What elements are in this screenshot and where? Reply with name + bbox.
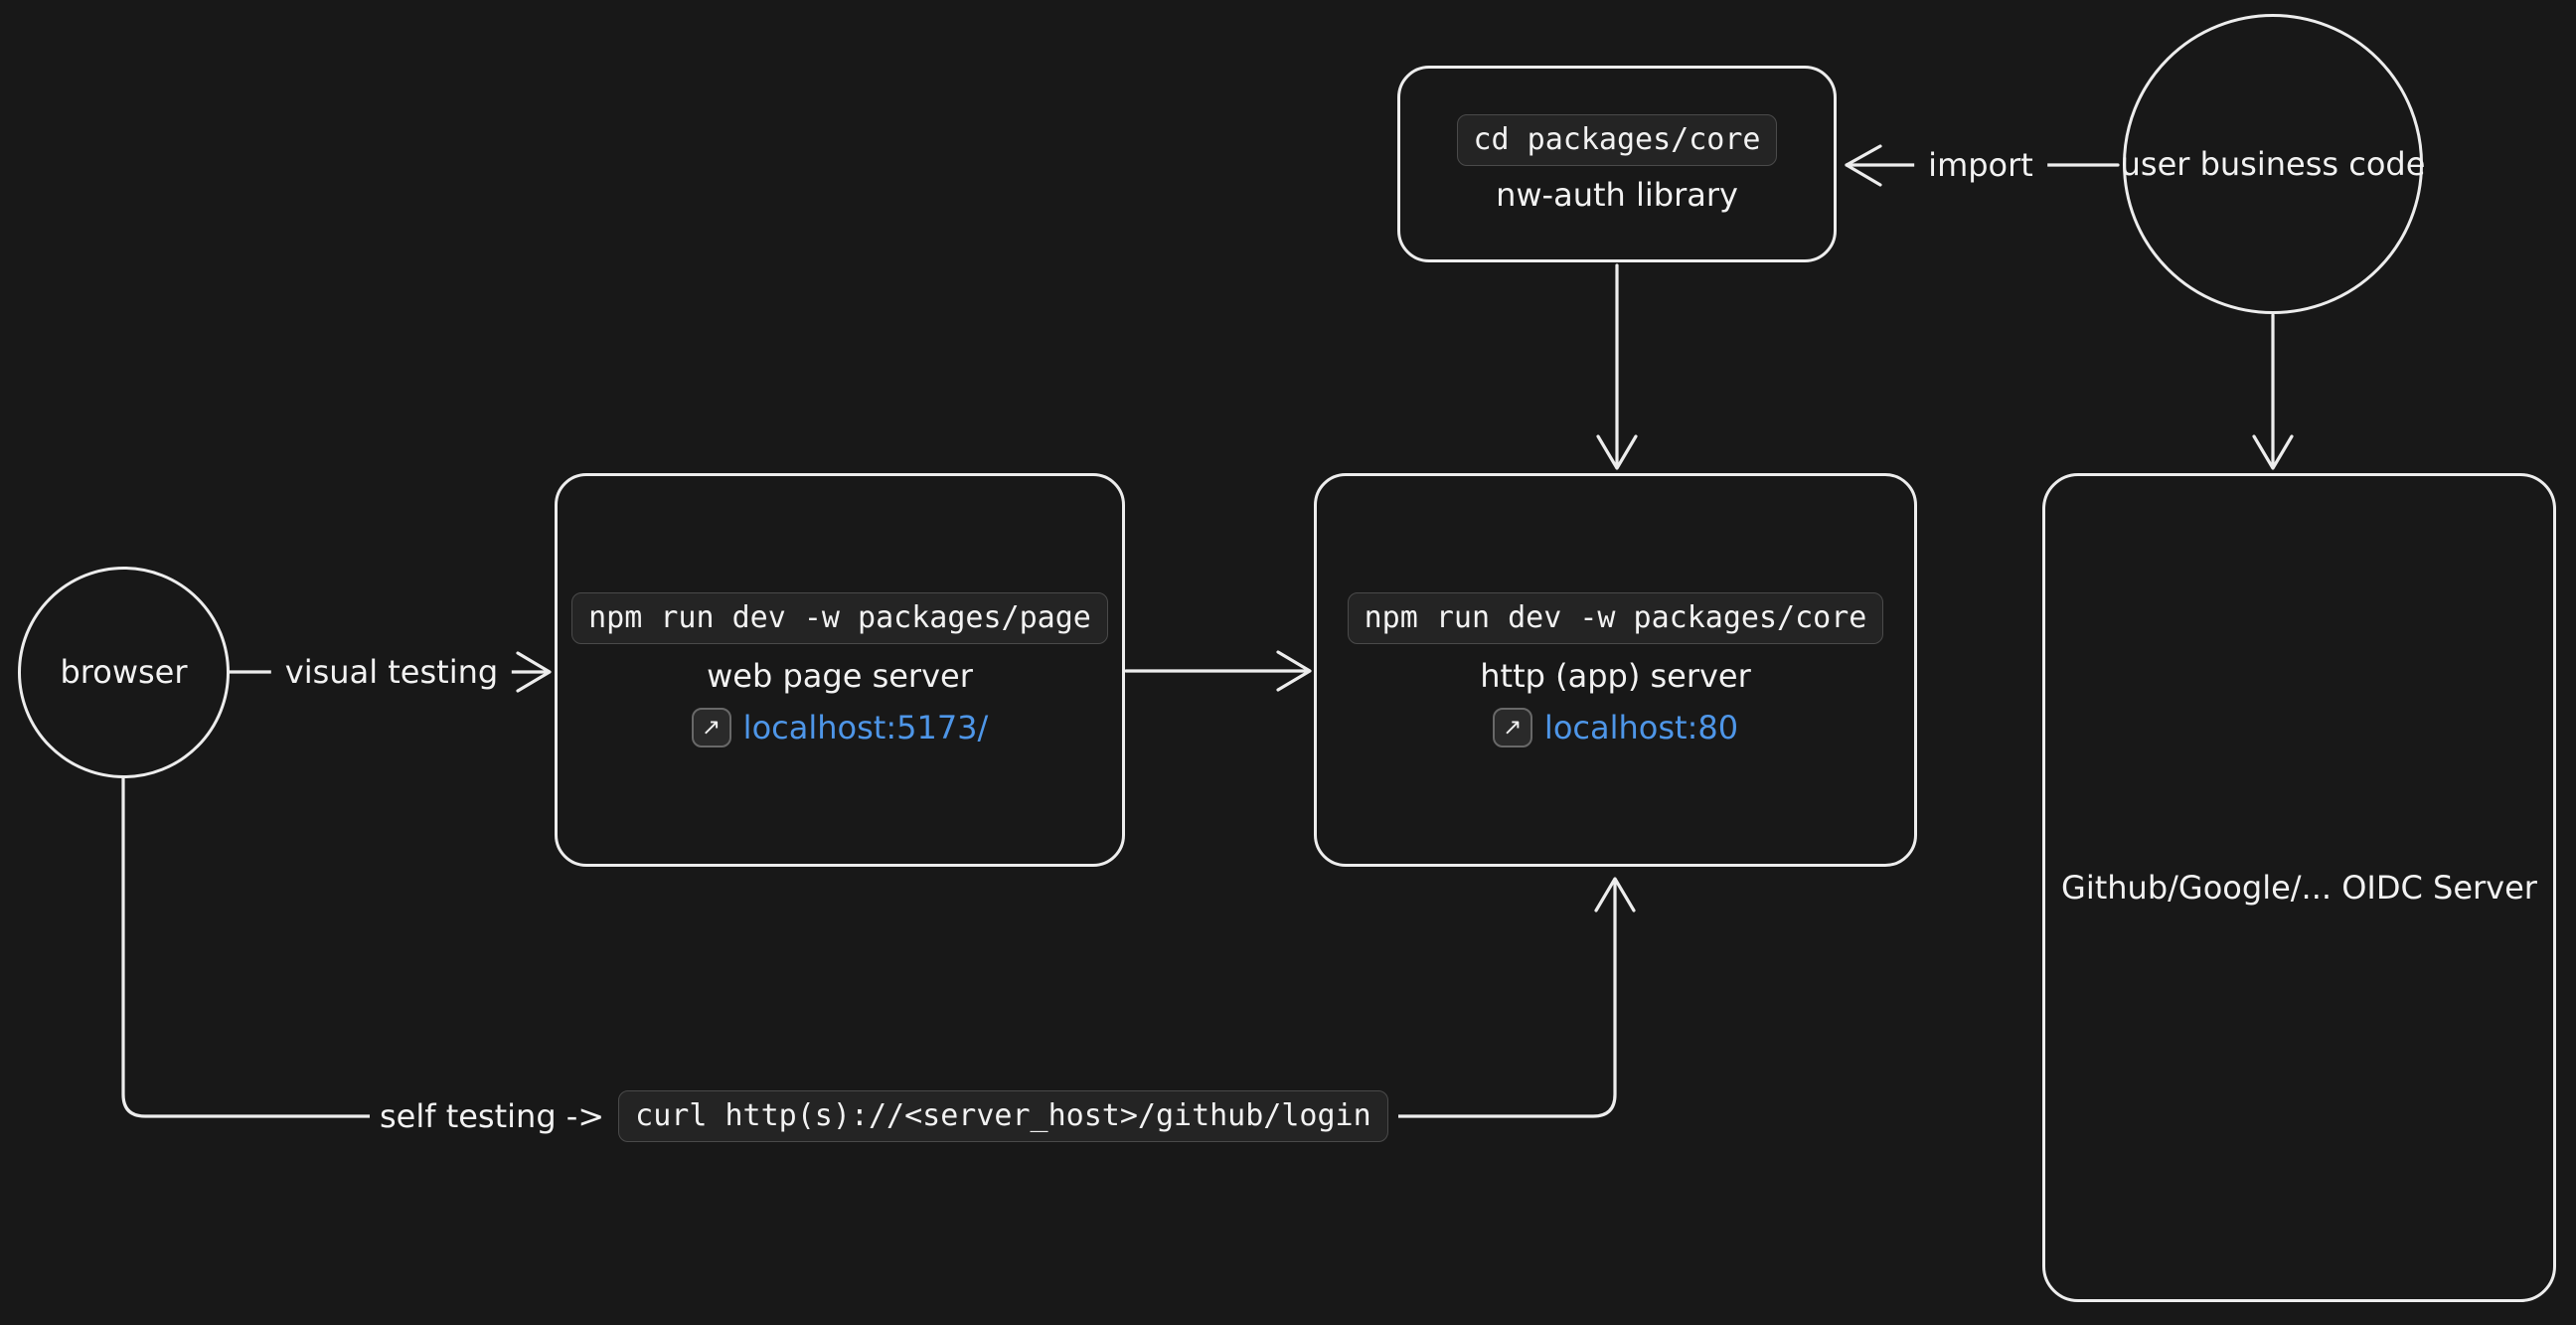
external-link-icon[interactable]: ↗ [1492,708,1532,748]
node-web-page-server: npm run dev -w packages/page web page se… [555,473,1125,867]
browser-label: browser [60,653,188,692]
node-browser: browser [18,567,230,778]
node-nw-auth-library: cd packages/core nw-auth library [1397,66,1837,262]
edge-user-to-oidc-arrowhead [2252,434,2294,470]
edge-label-visual-testing: visual testing [270,651,513,693]
node-user-business-code: user business code [2120,14,2426,314]
http-app-server-label: http (app) server [1480,656,1751,695]
edge-import-arrowhead [1845,144,1882,187]
link-localhost-5173[interactable]: localhost:5173/ [742,709,989,747]
link-localhost-80[interactable]: localhost:80 [1543,709,1739,747]
code-pill-npm-run-dev-core: npm run dev -w packages/core [1347,591,1884,644]
code-pill-cd-packages-core: cd packages/core [1456,113,1778,166]
self-testing-label: self testing -> [380,1097,605,1135]
nw-auth-library-label: nw-auth library [1496,175,1738,214]
edge-label-self-testing: self testing -> curl http(s)://<server_h… [370,1088,1398,1144]
node-oidc-server: Github/Google/... OIDC Server [2042,473,2556,1302]
user-business-code-label: user business code [2120,144,2426,183]
edge-visual-testing-arrowhead [516,651,552,693]
edge-webpage-to-http-arrowhead [1276,650,1312,692]
web-page-server-label: web page server [707,656,973,695]
external-link-icon[interactable]: ↗ [691,708,731,748]
code-pill-curl-login: curl http(s)://<server_host>/github/logi… [618,1090,1388,1142]
node-http-app-server: npm run dev -w packages/core http (app) … [1314,473,1917,867]
web-page-server-link-row: ↗ localhost:5173/ [691,708,989,748]
http-app-server-link-row: ↗ localhost:80 [1492,708,1739,748]
code-pill-npm-run-dev-page: npm run dev -w packages/page [571,591,1108,644]
edge-self-testing-arrowhead [1594,877,1636,912]
edge-label-import: import [1914,144,2047,186]
edge-nwauth-to-http-arrowhead [1596,434,1638,470]
oidc-server-label: Github/Google/... OIDC Server [2061,868,2537,907]
